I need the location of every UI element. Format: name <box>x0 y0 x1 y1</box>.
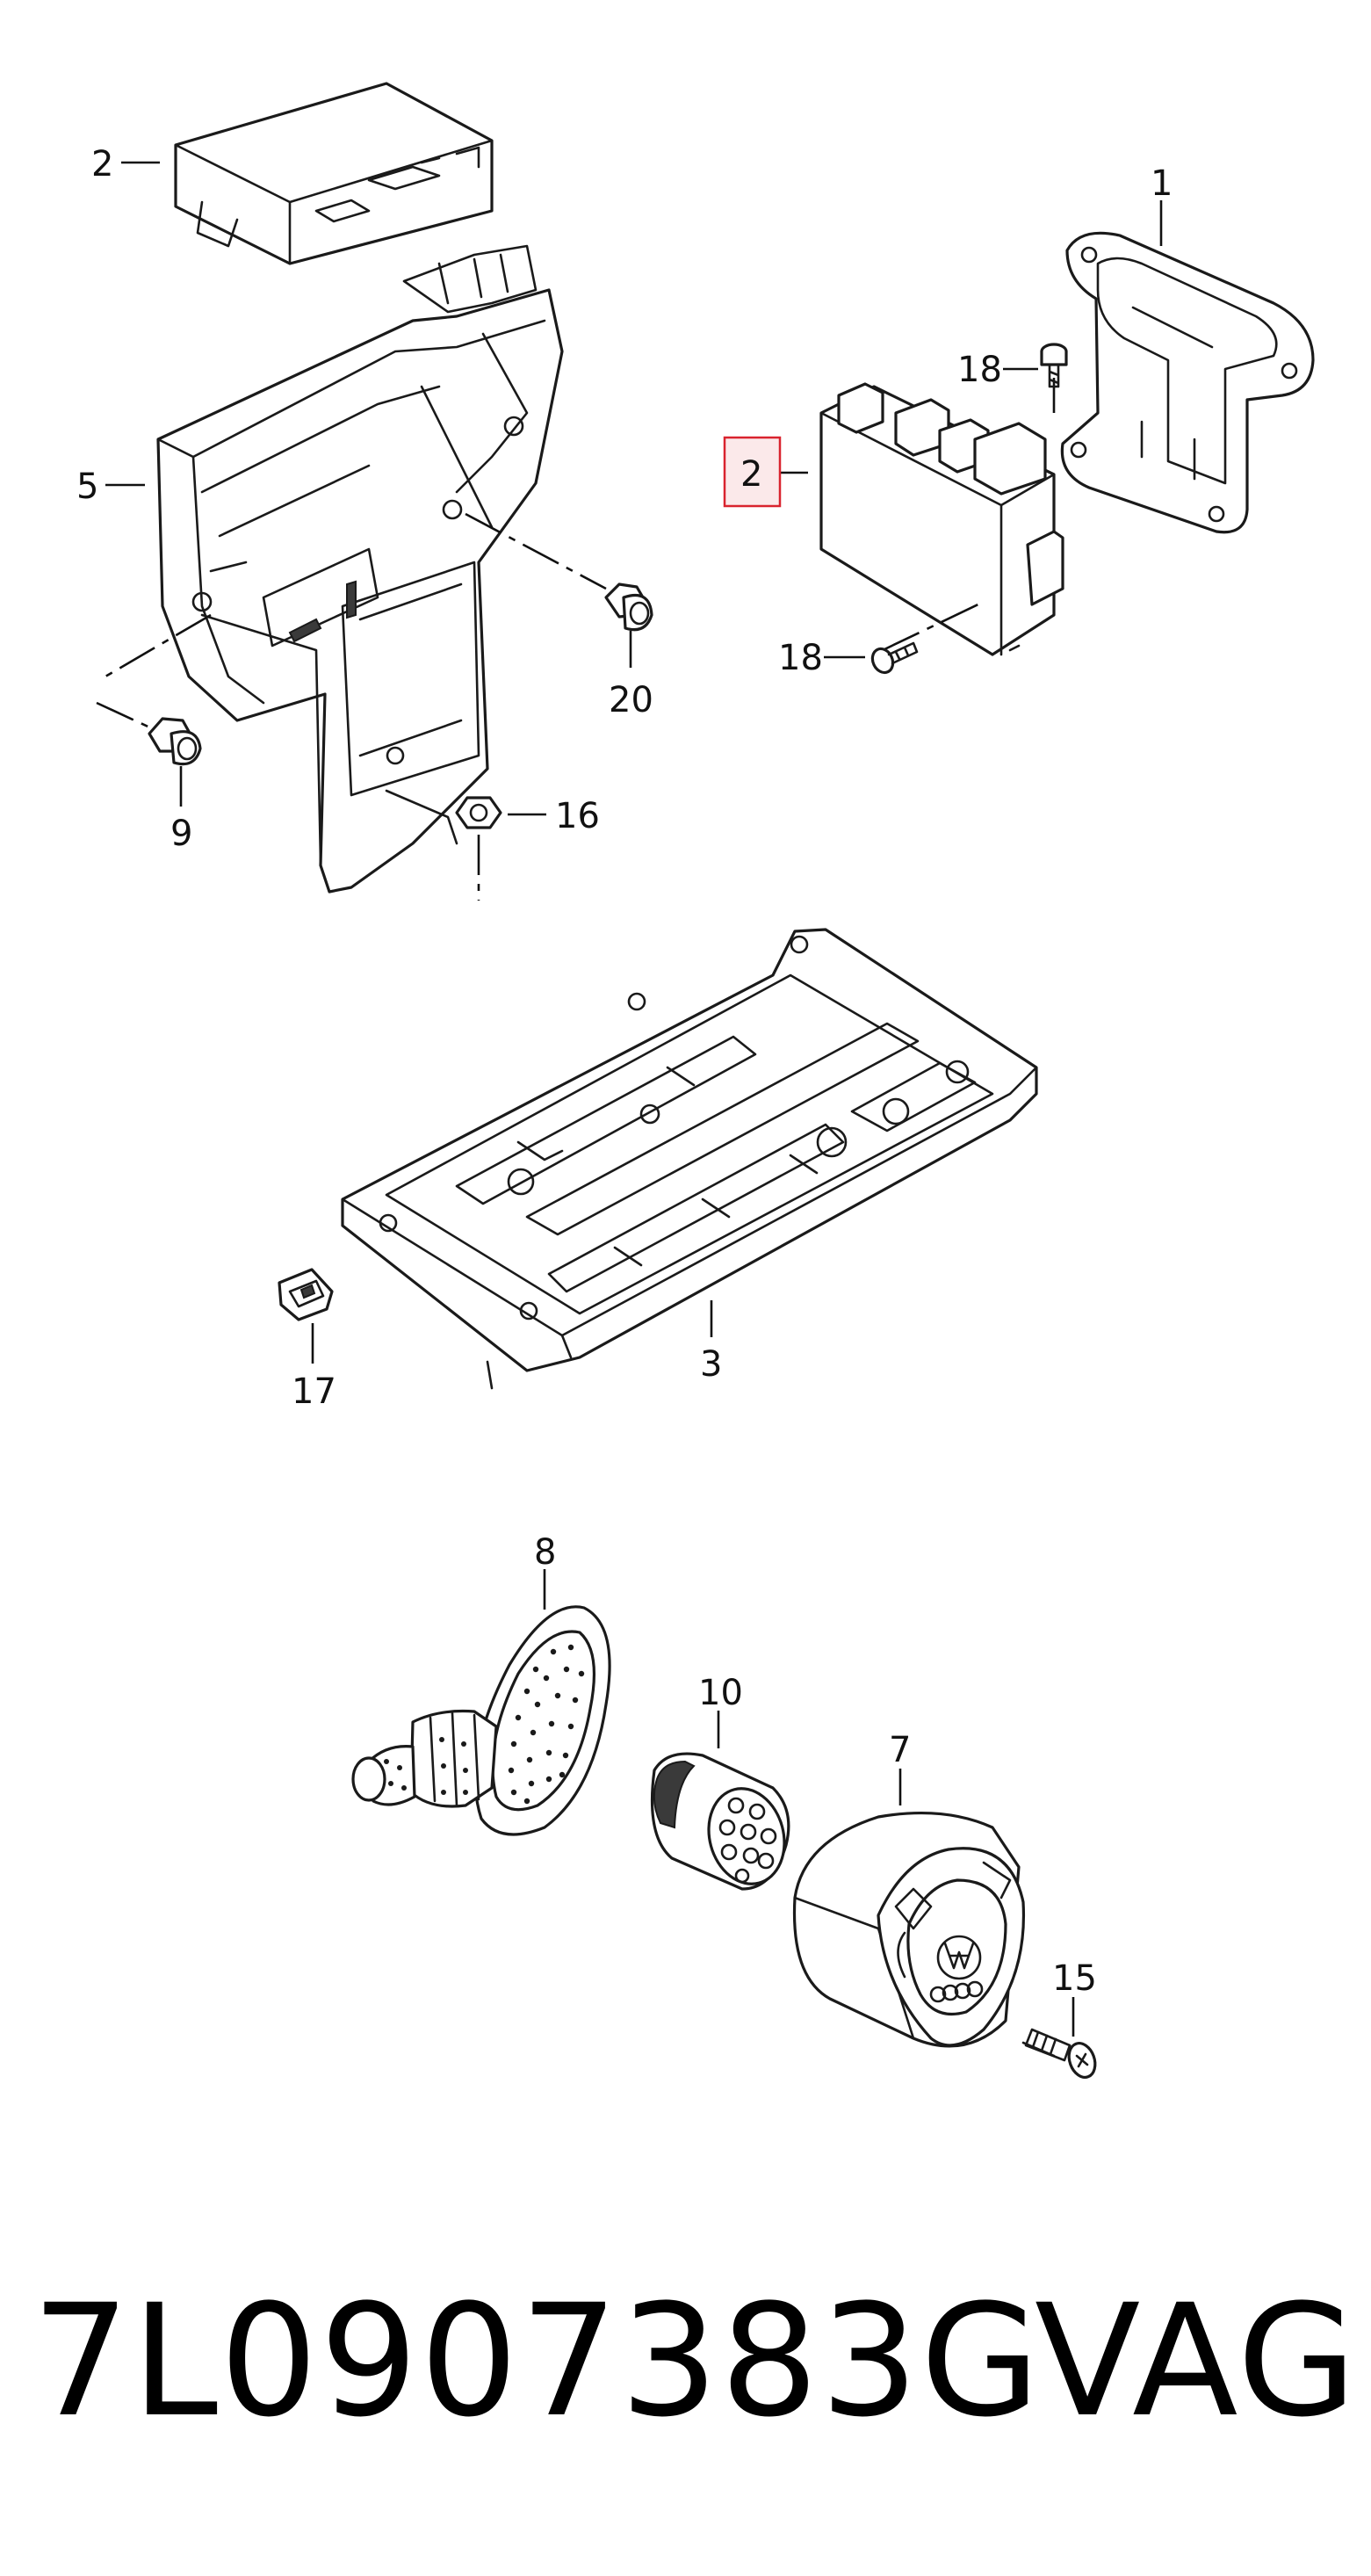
pin-dots <box>508 1644 585 1805</box>
rubber-boot-dots <box>384 1737 468 1795</box>
part-number: 7L0907383G <box>32 2271 1043 2451</box>
callout-17[interactable]: 17 <box>292 1371 336 1412</box>
socket-housing-7[interactable] <box>792 1811 1026 2048</box>
brand-name: VAG <box>1035 2271 1359 2451</box>
callout-20[interactable]: 20 <box>609 680 653 720</box>
callout-7[interactable]: 7 <box>889 1730 911 1770</box>
connector-housing-8[interactable] <box>351 1605 611 1836</box>
callout-16[interactable]: 16 <box>555 796 600 836</box>
callout-1[interactable]: 1 <box>1151 163 1173 204</box>
nut-20[interactable] <box>604 582 653 632</box>
nut-9[interactable] <box>148 717 202 766</box>
assembly-line-9 <box>105 613 212 678</box>
control-unit-top-left[interactable] <box>174 82 494 265</box>
assembly-line-18 <box>882 600 985 652</box>
mounting-bracket[interactable] <box>1060 231 1315 534</box>
callout-10[interactable]: 10 <box>698 1673 743 1713</box>
speed-clip-17[interactable] <box>278 1268 334 1321</box>
screw-15[interactable] <box>1021 2028 1100 2081</box>
callout-9[interactable]: 9 <box>170 814 192 854</box>
callout-15[interactable]: 15 <box>1052 1958 1097 1999</box>
callout-8[interactable]: 8 <box>534 1532 556 1573</box>
nut-16[interactable] <box>455 796 502 829</box>
callout-2-top[interactable]: 2 <box>91 144 113 185</box>
control-unit-highlighted[interactable] <box>819 382 1064 656</box>
callout-5[interactable]: 5 <box>76 467 98 507</box>
screw-18-top[interactable] <box>1040 343 1068 388</box>
assembly-line-20 <box>465 512 607 590</box>
callout-18-top[interactable]: 18 <box>957 350 1002 390</box>
callout-2-highlighted[interactable]: 2 <box>740 454 762 495</box>
base-tray[interactable] <box>341 928 1038 1390</box>
callout-highlight-box <box>723 436 782 508</box>
callout-3[interactable]: 3 <box>700 1344 722 1385</box>
assembly-line-9-lower <box>96 701 155 731</box>
relay-carrier-bracket[interactable] <box>156 244 564 894</box>
screw-18-bottom[interactable] <box>869 641 919 676</box>
connector-insert-10[interactable] <box>650 1752 795 1892</box>
callout-18-bottom[interactable]: 18 <box>778 638 823 678</box>
